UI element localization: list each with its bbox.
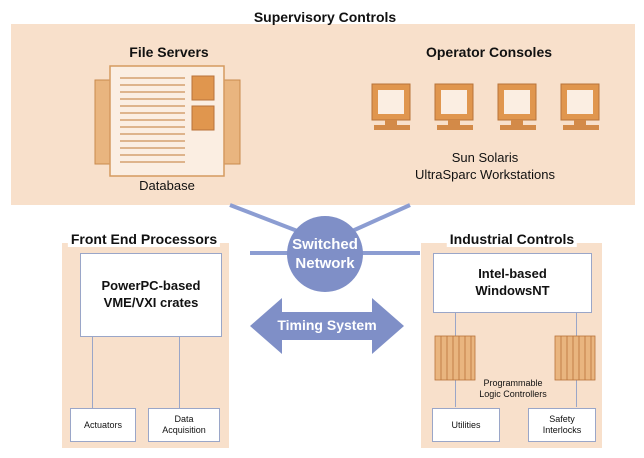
file-servers-title: File Servers bbox=[129, 44, 209, 60]
actuators-connector bbox=[92, 336, 93, 408]
vme-crates-box: PowerPC-based VME/VXI crates bbox=[80, 253, 222, 337]
supervisory-title: Supervisory Controls bbox=[253, 9, 397, 25]
os-label-line2: UltraSparc Workstations bbox=[415, 167, 555, 182]
utilities-label: Utilities bbox=[451, 419, 481, 430]
vme-line1: PowerPC-based bbox=[101, 278, 201, 293]
safety-interlocks-box: Safety Interlocks bbox=[528, 408, 596, 442]
data-acq-line2: Acquisition bbox=[162, 425, 206, 435]
network-line2: Network bbox=[295, 255, 355, 272]
timing-label: Timing System bbox=[277, 317, 377, 333]
intel-line1: Intel-based bbox=[478, 266, 547, 281]
data-acq-connector bbox=[179, 336, 180, 408]
safety-line2: Interlocks bbox=[542, 425, 582, 435]
operator-consoles-title: Operator Consoles bbox=[425, 44, 553, 60]
front-end-title: Front End Processors bbox=[67, 231, 221, 247]
vme-line2: VME/VXI crates bbox=[103, 295, 199, 310]
industrial-title: Industrial Controls bbox=[446, 231, 578, 247]
actuators-box: Actuators bbox=[70, 408, 136, 442]
data-acquisition-box: Data Acquisition bbox=[148, 408, 220, 442]
plc-label-line1: Programmable bbox=[483, 378, 543, 388]
os-label-line1: Sun Solaris bbox=[451, 150, 519, 165]
intel-line2: WindowsNT bbox=[475, 283, 550, 298]
database-label: Database bbox=[139, 178, 195, 193]
data-acq-line1: Data bbox=[174, 414, 194, 424]
windowsnt-box: Intel-based WindowsNT bbox=[433, 253, 592, 313]
utilities-box: Utilities bbox=[432, 408, 500, 442]
actuators-label: Actuators bbox=[83, 419, 123, 430]
safety-line1: Safety bbox=[549, 414, 575, 424]
plc-label-line2: Logic Controllers bbox=[479, 389, 547, 399]
network-line1: Switched bbox=[292, 236, 358, 253]
